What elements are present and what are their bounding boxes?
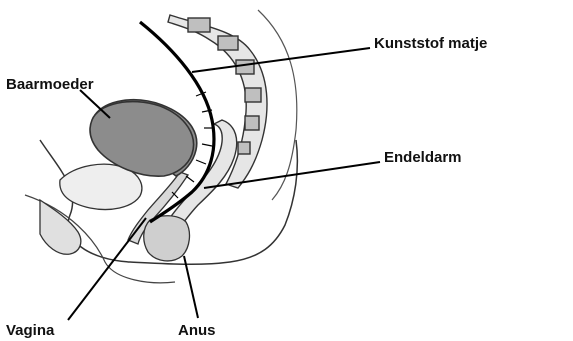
- label-vagina: Vagina: [6, 323, 54, 338]
- label-baarmoeder: Baarmoeder: [6, 77, 94, 92]
- leader-line-anus: [184, 256, 198, 318]
- label-endeldarm: Endeldarm: [384, 150, 462, 165]
- pubic-bone: [40, 200, 81, 254]
- label-kunststof-matje: Kunststof matje: [374, 36, 487, 51]
- label-anus: Anus: [178, 323, 216, 338]
- leader-line-vagina: [68, 218, 146, 320]
- leader-line-kunststof-matje: [192, 48, 370, 72]
